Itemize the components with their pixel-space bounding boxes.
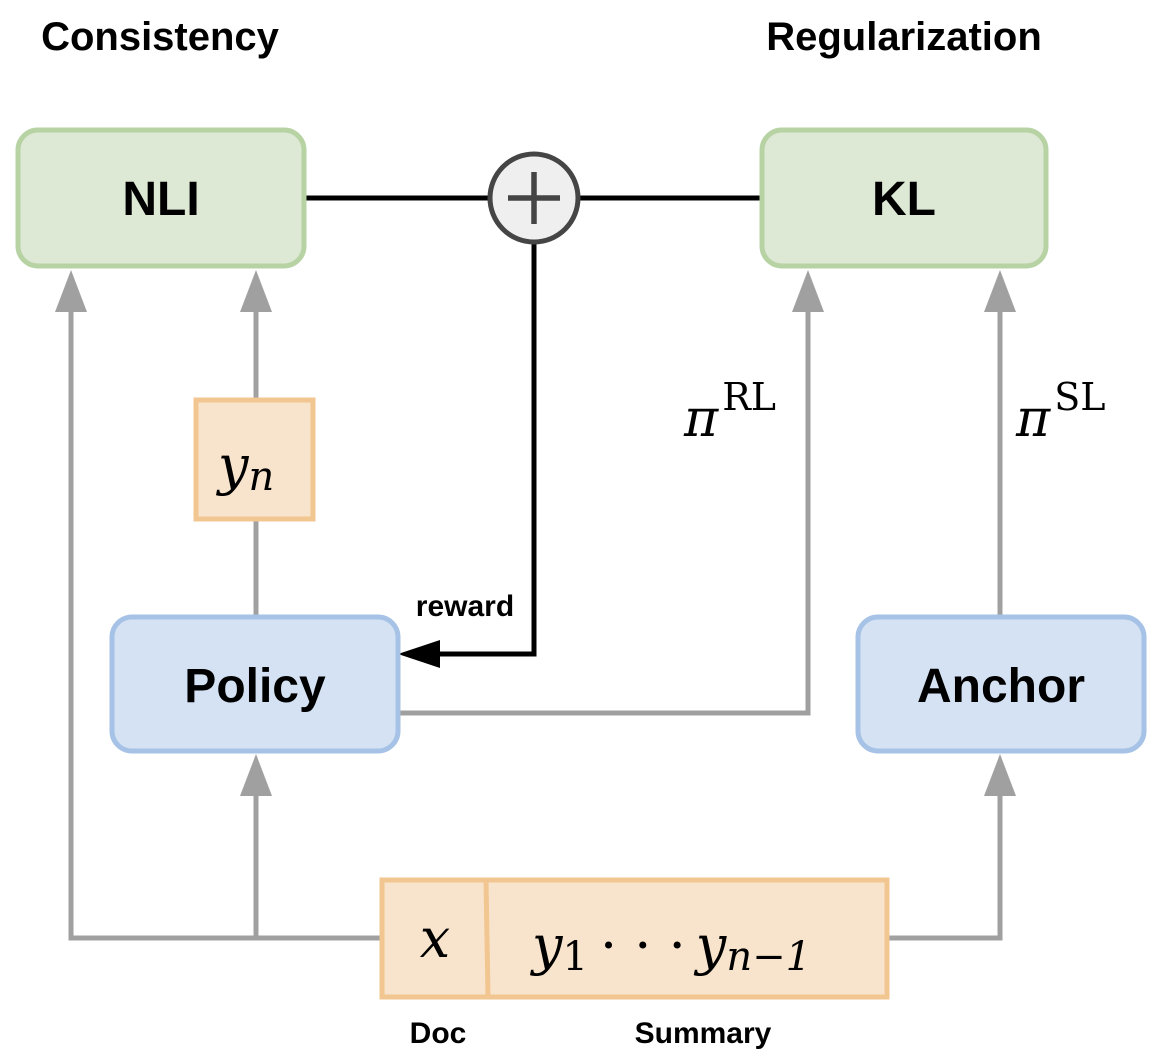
- header-regularization: Regularization: [766, 15, 1042, 59]
- x-token: x: [420, 907, 450, 970]
- pi-rl-sup: RL: [722, 375, 776, 419]
- ellipsis: · · ·: [600, 914, 686, 977]
- summary-label: Summary: [635, 1017, 772, 1050]
- black-connectors: [305, 195, 762, 657]
- input-box: [379, 877, 890, 1000]
- pi-rl-base: π: [683, 389, 719, 449]
- y1-base: y: [530, 914, 564, 977]
- pi-sl-sup: SL: [1054, 375, 1105, 419]
- summary-to-anchor-line: [888, 790, 1003, 941]
- gray-connectors: [68, 305, 1003, 941]
- kl-node: KL: [759, 127, 1049, 269]
- yn-text: yn: [216, 434, 274, 500]
- yn-box: [193, 397, 316, 522]
- yn1-sub: n−1: [726, 934, 811, 980]
- policy-box: [109, 614, 401, 754]
- arrowhead-to-kl-left: [792, 270, 824, 312]
- arrowhead-to-policy: [240, 754, 272, 796]
- pi-sl-base: π: [1015, 389, 1051, 449]
- y1-sub: 1: [563, 934, 588, 980]
- reward-line: [436, 242, 537, 657]
- reward-arrowhead: [398, 640, 440, 668]
- arrowhead-to-nli-left: [55, 270, 87, 312]
- doc-label: Doc: [410, 1017, 467, 1050]
- header-consistency: Consistency: [41, 15, 280, 59]
- input-divider: [483, 879, 491, 998]
- yn-sub: n: [249, 454, 275, 500]
- arrowhead-to-kl-right: [984, 270, 1016, 312]
- yn1-base: y: [694, 914, 728, 977]
- policy-label: Policy: [184, 660, 326, 713]
- kl-label: KL: [872, 173, 936, 226]
- reward-label: reward: [416, 590, 514, 623]
- yn-base: y: [216, 434, 250, 497]
- arrowhead-to-nli-right: [240, 270, 272, 312]
- nli-label: NLI: [122, 173, 199, 226]
- summary-tokens: y1· · ·yn−1: [530, 914, 811, 980]
- kl-box: [759, 127, 1049, 269]
- input-to-nli-line: [68, 305, 382, 941]
- arrowhead-to-anchor: [984, 754, 1016, 796]
- nli-node: NLI: [15, 127, 307, 269]
- yn-token: yn: [193, 397, 316, 522]
- input-sequence: x y1· · ·yn−1: [379, 877, 890, 1000]
- sum-node: [487, 151, 581, 245]
- gray-arrowheads: [55, 270, 1016, 796]
- anchor-box: [855, 614, 1147, 754]
- nli-box: [15, 127, 307, 269]
- anchor-label: Anchor: [917, 660, 1085, 713]
- policy-node: Policy: [109, 614, 401, 754]
- policy-to-kl-line: [400, 305, 811, 716]
- anchor-node: Anchor: [855, 614, 1147, 754]
